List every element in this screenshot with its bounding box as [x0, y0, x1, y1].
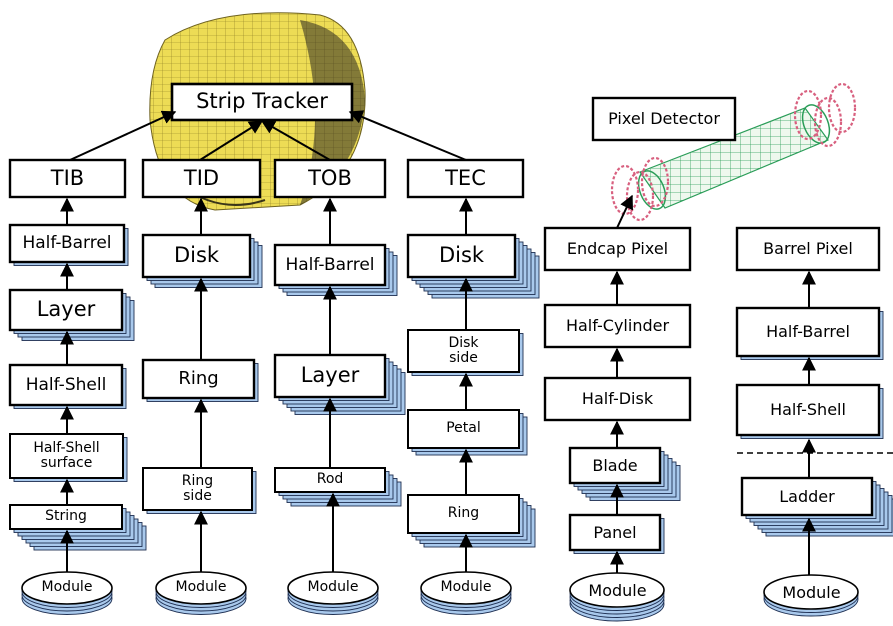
tib-half-barrel-box: Half-Barrel	[22, 233, 112, 254]
barrel-half-shell-box: Half-Shell	[770, 400, 846, 420]
tib-half-shell-frame	[8, 363, 124, 407]
endcap-panel-box: Panel	[593, 522, 637, 542]
barrel-half-barrel-box: Half-Barrel	[766, 322, 850, 342]
tib-string-frame	[9, 504, 123, 530]
strip-tracker-box: Strip Tracker	[196, 89, 328, 114]
tib-frame	[8, 158, 127, 199]
tid-ring-frame	[141, 358, 256, 400]
barrel-ladder-box: Ladder	[779, 486, 835, 506]
endcap-module-disk: Module	[588, 581, 647, 601]
barrel-module-disk: Module	[782, 583, 841, 603]
tob-layer-box: Layer	[300, 363, 360, 388]
arrow-tid-to-strip	[199, 120, 264, 161]
endcap-half-cylinder-box: Half-Cylinder	[565, 316, 670, 336]
tob-half-barrel-box: Half-Barrel	[285, 254, 375, 275]
tec-disk-box: Disk	[438, 243, 485, 268]
arrow-endcap-to-pixel	[616, 194, 633, 229]
arrow-tob-to-strip	[260, 120, 331, 161]
strip-tracker-frame	[170, 82, 354, 122]
tec-petal-frame	[407, 409, 520, 449]
tid-module-disk: Module	[175, 579, 227, 596]
arrow-tec-to-strip	[348, 110, 467, 161]
barrel-module-outline	[763, 574, 859, 610]
barrel-half-shell-frame	[735, 383, 881, 437]
endcap-pixel-box: Endcap Pixel	[566, 239, 669, 259]
tob-module-disk: Module	[307, 579, 359, 596]
pixel-detector-illustration	[610, 82, 857, 222]
tid-ring-side-box: Ring side	[181, 472, 214, 504]
endcap-half-disk-frame	[543, 376, 692, 422]
pixel-detector-box: Pixel Detector	[608, 109, 720, 129]
tib-half-shell-surface-frame	[9, 433, 124, 479]
tec-module-disk: Module	[440, 579, 492, 596]
tec-petal-box: Petal	[446, 420, 481, 437]
arrow-tib-to-strip	[69, 110, 177, 161]
endcap-blade-box: Blade	[592, 455, 638, 475]
tec-frame	[406, 158, 525, 199]
endcap-half-cylinder-frame	[543, 303, 692, 349]
tob-layer-frame	[273, 353, 387, 399]
endcap-panel-frame	[568, 513, 662, 552]
tob-half-barrel-frame	[273, 243, 387, 287]
tib-layer-frame	[8, 288, 124, 332]
tib-half-shell-surface-box: Half-Shell surface	[33, 439, 100, 471]
tec-disk-side-frame	[407, 329, 520, 373]
tid-box: TID	[183, 165, 220, 190]
pixel-detector-frame	[591, 96, 737, 142]
diagram-shapes	[8, 82, 893, 622]
barrel-pixel-box: Barrel Pixel	[763, 239, 853, 259]
tib-module-disk: Module	[41, 579, 93, 596]
tob-frame	[273, 158, 387, 199]
tec-disk-side-box: Disk side	[448, 334, 479, 366]
tec-ring-box: Ring	[447, 505, 480, 522]
tid-disk-box: Disk	[173, 243, 220, 268]
tib-box: TIB	[50, 165, 85, 190]
endcap-blade-frame	[568, 446, 662, 485]
tec-box: TEC	[445, 165, 486, 190]
endcap-half-disk-box: Half-Disk	[581, 389, 654, 409]
tib-layer-box: Layer	[36, 297, 96, 322]
tid-ring-side-frame	[142, 467, 253, 511]
tib-half-shell-box: Half-Shell	[25, 374, 107, 395]
tob-box: TOB	[308, 165, 352, 190]
tec-disk-frame	[406, 233, 517, 279]
tob-rod-frame	[274, 467, 386, 493]
tob-rod-box: Rod	[316, 471, 344, 488]
tec-ring-frame	[407, 494, 520, 534]
barrel-pixel-frame	[735, 226, 881, 272]
barrel-ladder-frame	[740, 476, 874, 517]
tid-ring-box: Ring	[178, 368, 219, 390]
tid-disk-frame	[141, 233, 252, 279]
endcap-pixel-frame	[543, 226, 692, 272]
tib-string-box: String	[45, 508, 87, 525]
tib-half-barrel-frame	[8, 223, 126, 264]
tid-frame	[141, 158, 262, 199]
